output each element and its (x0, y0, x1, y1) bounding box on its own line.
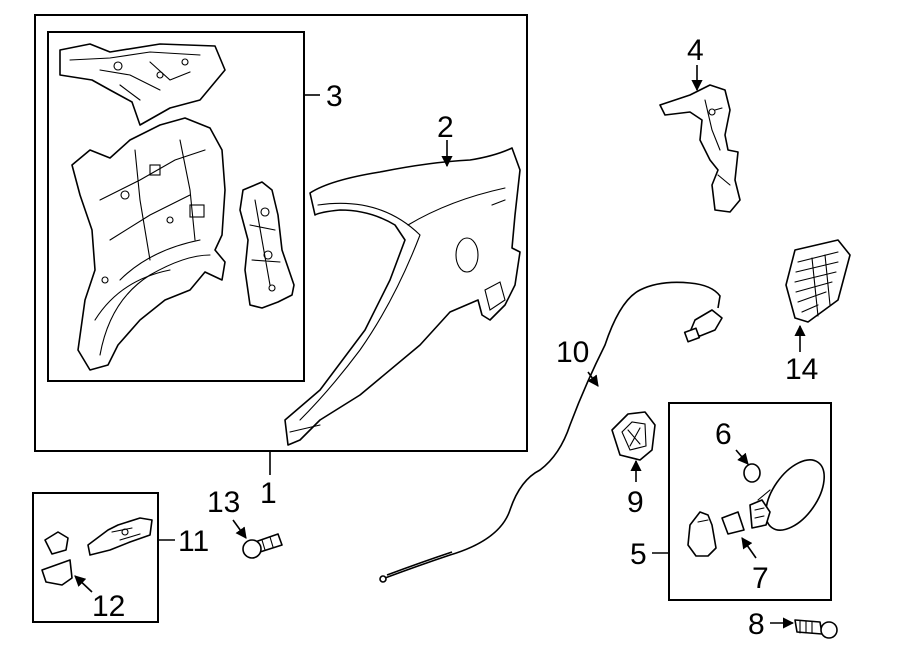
inner-panel-upper (59, 43, 226, 126)
callout-1: 1 (260, 477, 277, 510)
callout-7: 7 (752, 562, 769, 595)
spring-part-7 (721, 511, 745, 535)
bracket-part-11 (87, 517, 153, 556)
callout-9: 9 (627, 486, 644, 519)
leader-7 (741, 537, 757, 559)
fuel-door-release-cable (379, 281, 723, 583)
leader-12 (74, 575, 93, 593)
actuator-part (687, 511, 717, 557)
callout-11: 11 (178, 525, 209, 558)
callout-10: 10 (556, 336, 589, 369)
callout-4: 4 (687, 34, 704, 67)
assembly-box-5 (668, 402, 832, 601)
inner-pillar-bracket (239, 181, 295, 309)
callout-2: 2 (437, 111, 454, 144)
callout-3: 3 (326, 80, 343, 113)
leader-10 (587, 371, 599, 387)
quarter-panel (284, 147, 521, 446)
callout-6: 6 (715, 418, 732, 451)
leader-13 (232, 519, 247, 539)
inner-wheelhouse (71, 117, 226, 371)
callout-12: 12 (92, 590, 125, 623)
assembly-box-1 (34, 14, 528, 452)
clip-part-12 (41, 559, 73, 586)
cap-part-6 (743, 463, 761, 483)
callout-8: 8 (748, 608, 765, 641)
fuel-filler-housing (611, 411, 656, 461)
rear-bracket (659, 84, 741, 213)
cap-part-left (44, 531, 69, 555)
callout-5: 5 (630, 538, 647, 571)
bolt-part-8 (794, 619, 838, 639)
leader-6 (735, 449, 749, 465)
callout-14: 14 (785, 353, 818, 386)
hinge-part (749, 499, 771, 529)
fuel-door-lid (757, 459, 825, 531)
assembly-box-11 (32, 492, 159, 623)
bolt-part-13 (242, 533, 283, 559)
vent-grille (785, 239, 851, 323)
callout-13: 13 (207, 486, 240, 519)
assembly-box-3 (47, 31, 305, 382)
